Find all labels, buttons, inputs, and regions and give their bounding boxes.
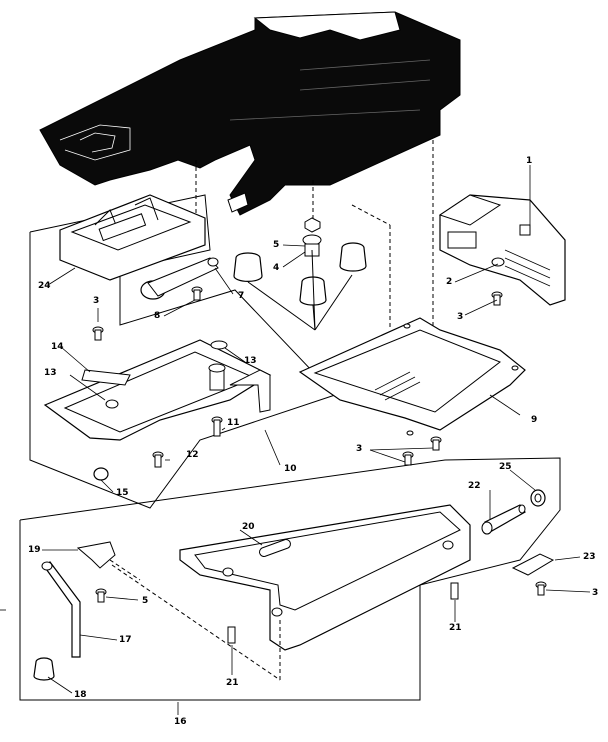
- callout-5-top: 5: [273, 240, 280, 250]
- subassembly-10-outline: [29, 194, 336, 509]
- callout-leaders: [0, 165, 591, 715]
- callout-22: 22: [468, 481, 481, 491]
- callout-9: 9: [531, 415, 538, 425]
- part-25-washer: [530, 489, 546, 507]
- part-10-frame: [43, 339, 272, 441]
- callout-3-left: 3: [93, 296, 100, 306]
- callout-7: 7: [238, 291, 245, 301]
- callout-3-right: 3: [457, 312, 464, 322]
- callout-13-right: 13: [244, 356, 257, 366]
- callout-3-plate: 3: [356, 444, 363, 454]
- callout-11: 11: [227, 418, 240, 428]
- part-23-clip: [511, 553, 555, 576]
- parts-21-screws: [227, 582, 459, 644]
- callout-5-bottom: 5: [142, 596, 149, 606]
- callout-21-left: 21: [226, 678, 239, 688]
- part-19-clip: [76, 541, 141, 581]
- dashed-base-outline: [111, 564, 281, 681]
- callout-10: 10: [284, 464, 297, 474]
- callout-16: 16: [174, 717, 187, 727]
- callout-19: 19: [28, 545, 41, 555]
- callout-24: 24: [38, 281, 51, 291]
- callout-21-right: 21: [449, 623, 462, 633]
- callout-18: 18: [74, 690, 87, 700]
- feet-and-nuts: [233, 217, 367, 331]
- callout-8: 8: [154, 311, 161, 321]
- part-22-pin: [481, 504, 526, 535]
- part-1-2-housing: [438, 194, 566, 306]
- callout-25: 25: [499, 462, 512, 472]
- part-24-bracket: [59, 194, 206, 281]
- callout-23: 23: [583, 552, 596, 562]
- callout-20: 20: [242, 522, 255, 532]
- top-cover: [39, 11, 461, 216]
- part-16-base: [179, 504, 471, 651]
- callout-3-bottom: 3: [592, 588, 599, 598]
- callout-4: 4: [273, 263, 280, 273]
- part-9-plate: [298, 317, 526, 436]
- callout-14: 14: [51, 342, 64, 352]
- part-7-shaft: [140, 257, 219, 300]
- subassembly-16-outline: [19, 457, 561, 701]
- callout-17: 17: [119, 635, 132, 645]
- part-18-cap: [33, 657, 55, 681]
- callout-13-left: 13: [44, 368, 57, 378]
- callout-12: 12: [186, 450, 199, 460]
- callout-2: 2: [446, 277, 453, 287]
- callout-1: 1: [526, 156, 533, 166]
- part-17-rod: [41, 561, 81, 658]
- callout-15: 15: [116, 488, 129, 498]
